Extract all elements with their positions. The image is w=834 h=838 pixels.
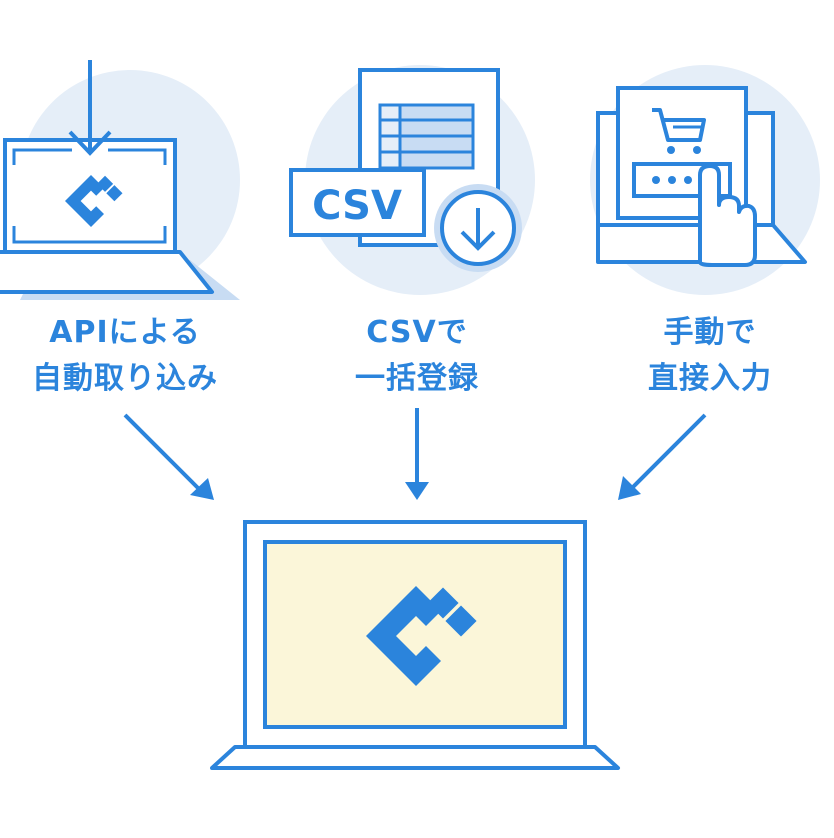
manual-label-line2: 直接入力	[648, 361, 772, 396]
api-label-line1: APIによる	[49, 315, 201, 350]
laptop-api-icon	[0, 60, 240, 300]
csv-label: CSVで 一括登録	[287, 310, 547, 402]
csv-label-line2: 一括登録	[355, 361, 479, 396]
laptop-logo-icon	[210, 520, 620, 770]
arrow-csv-to-target	[405, 408, 429, 500]
api-label-line2: 自動取り込み	[32, 361, 218, 396]
arrow-api-to-target	[123, 413, 214, 500]
arrow-manual-to-target	[618, 413, 707, 500]
api-label: APIによる 自動取り込み	[0, 310, 255, 402]
csv-document-download-icon: CSV	[289, 68, 522, 272]
laptop-cart-touch-icon	[596, 86, 807, 267]
app-logo-icon	[65, 175, 123, 227]
manual-label-line1: 手動で	[663, 315, 757, 350]
manual-label: 手動で 直接入力	[580, 310, 834, 402]
csv-badge-text: CSV	[312, 183, 402, 229]
csv-label-line1: CSVで	[366, 315, 468, 350]
